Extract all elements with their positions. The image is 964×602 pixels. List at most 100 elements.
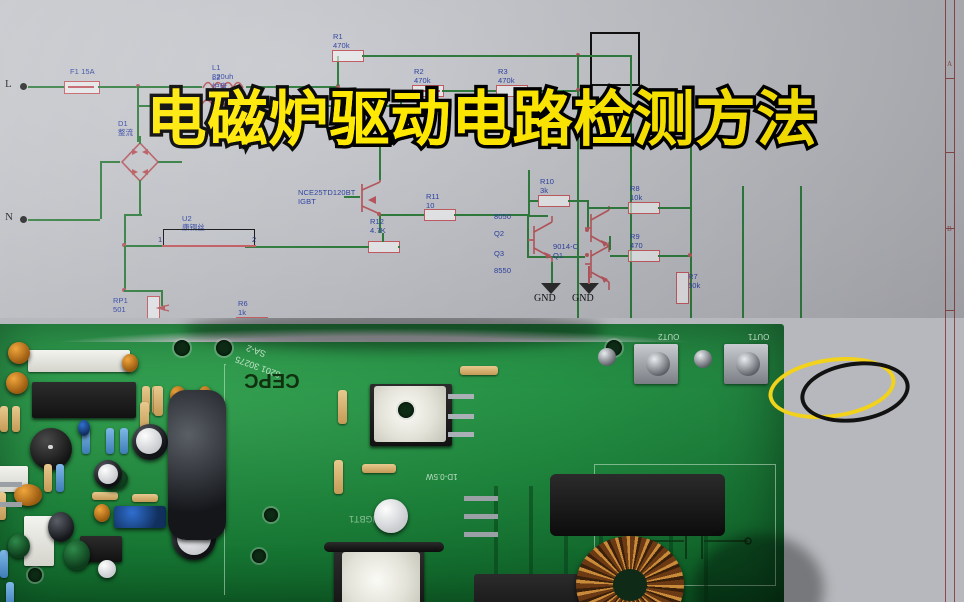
wire-bridge-top <box>139 136 141 144</box>
wire-l2-right <box>248 105 408 107</box>
electrolytic-cap-6 <box>48 512 74 542</box>
resistor-axial-3 <box>142 386 150 414</box>
wire-f1-inner <box>68 86 94 88</box>
label-r3: R3 470k <box>498 67 515 85</box>
label-d1: D1 整流 <box>118 119 134 137</box>
wire-l-to-f1 <box>28 86 64 88</box>
screw-head-out1 <box>736 352 760 376</box>
wire-r12-top <box>382 233 384 242</box>
wire-q1-base-rail <box>528 215 548 217</box>
wire-f1-to-node1 <box>98 86 138 88</box>
component-r9 <box>628 250 660 262</box>
node-igbt-gate-tap <box>377 212 381 216</box>
pcb-photo-region: KB KB 8201 30275 SA-2 CEPC IGBT1 1D-0.5W… <box>0 318 964 602</box>
rectifier-clamp <box>324 542 444 552</box>
igbt-symbol <box>361 178 381 218</box>
cap-cluster-dark <box>168 390 226 540</box>
node-r9-right <box>688 253 692 257</box>
board-slot-6 <box>669 486 673 602</box>
wire-r3-right <box>526 90 578 92</box>
component-r7 <box>676 272 689 304</box>
label-igbt: NCE25TD120BT IGBT <box>298 188 356 206</box>
wire-r9-left <box>610 255 628 257</box>
wire-l1-right <box>246 86 338 88</box>
connector-header-main <box>28 350 130 372</box>
wire-r9-right <box>658 255 692 257</box>
filter-inductor-block <box>550 474 725 536</box>
mounting-hole-2 <box>216 340 232 356</box>
wire-r11-right <box>454 214 528 216</box>
ic-microcontroller <box>32 382 136 418</box>
transistor-q1-symbol <box>528 216 553 266</box>
label-u2: U2 康铜丝 <box>182 214 205 232</box>
label-q3: Q3 8550 <box>494 249 512 275</box>
rp1-arrow-icon <box>156 304 170 312</box>
label-r2: R2 470k <box>414 67 431 85</box>
resistor-center-2 <box>334 460 343 494</box>
wire-u2-left-top <box>124 214 142 216</box>
cap-green-3 <box>8 534 30 558</box>
terminal-label-l: L <box>5 78 12 90</box>
label-r9: R9 470 <box>630 232 643 250</box>
cap-orange-3 <box>122 354 138 372</box>
wire-node1-to-l1 <box>138 86 202 88</box>
label-l2: L2 炉盘 <box>212 73 228 91</box>
cap-green-2 <box>64 540 90 570</box>
gnd-label-left: GND <box>534 293 556 304</box>
annotation-box <box>590 32 640 86</box>
cap-orange-9 <box>94 504 110 522</box>
rail-right-3 <box>690 90 692 330</box>
component-r1 <box>332 50 364 62</box>
wire-l2-to-r2 <box>400 90 412 92</box>
component-r12 <box>368 241 400 253</box>
pin-header-3 <box>464 532 498 537</box>
inductor-l1-symbol <box>202 81 244 90</box>
resistor-center-4 <box>460 366 498 375</box>
zone-label-a: A <box>947 60 953 68</box>
cap-orange-8 <box>14 484 42 506</box>
board-slot-7 <box>704 486 708 602</box>
wire-n-up <box>100 161 102 219</box>
node-r10-right <box>585 228 589 232</box>
wire-r11-to-q-net <box>527 256 585 258</box>
board-top-shadow <box>184 318 604 350</box>
mounting-hole-5 <box>252 549 266 563</box>
resistor-axial-8 <box>44 464 52 492</box>
node-u2-left <box>122 243 126 247</box>
buzzer <box>30 428 72 470</box>
wire-bridge-bottom <box>139 180 141 214</box>
pin-header-4 <box>0 482 22 487</box>
cap-blue-2 <box>114 506 166 528</box>
resistor-center-6 <box>154 386 163 416</box>
rectifier-thermal-paste <box>342 552 420 602</box>
resistor-center-1 <box>338 390 347 424</box>
wire-l2-r2-jog <box>400 90 402 106</box>
label-q2: 8050 Q2 <box>494 212 512 238</box>
igbt-screw-hole <box>398 402 414 418</box>
label-r7: R7 50k <box>688 272 701 290</box>
wire-igbt-to-l2 <box>379 105 381 141</box>
wire-r8-left <box>588 207 628 209</box>
screw-head-aux-1 <box>694 350 712 368</box>
igbt-lead-1 <box>448 394 474 399</box>
wire-r3-node-up <box>577 55 579 91</box>
wire-r2-to-r3 <box>442 90 496 92</box>
wire-node1-down <box>137 86 139 142</box>
pin-header-5 <box>0 502 22 507</box>
frame-border-inner-lower <box>954 318 955 602</box>
wire-r10-right-down <box>587 200 589 230</box>
wire-n-rail <box>28 219 100 221</box>
board-slot-1 <box>494 486 498 602</box>
label-r11: R11 10 <box>426 192 440 210</box>
cap-blue-1 <box>78 420 90 436</box>
wire-r1-right <box>362 55 578 57</box>
component-r10 <box>538 195 570 207</box>
resistor-center-3 <box>362 464 396 473</box>
pad-circle-white <box>374 499 408 533</box>
label-q1: 9014-C Q1 <box>553 242 579 260</box>
rail-right-1 <box>577 90 579 330</box>
frame-border-outer <box>945 0 946 330</box>
cap-orange-1 <box>8 342 30 364</box>
wire-r11-up <box>527 214 529 256</box>
resistor-axial-11 <box>92 492 118 500</box>
